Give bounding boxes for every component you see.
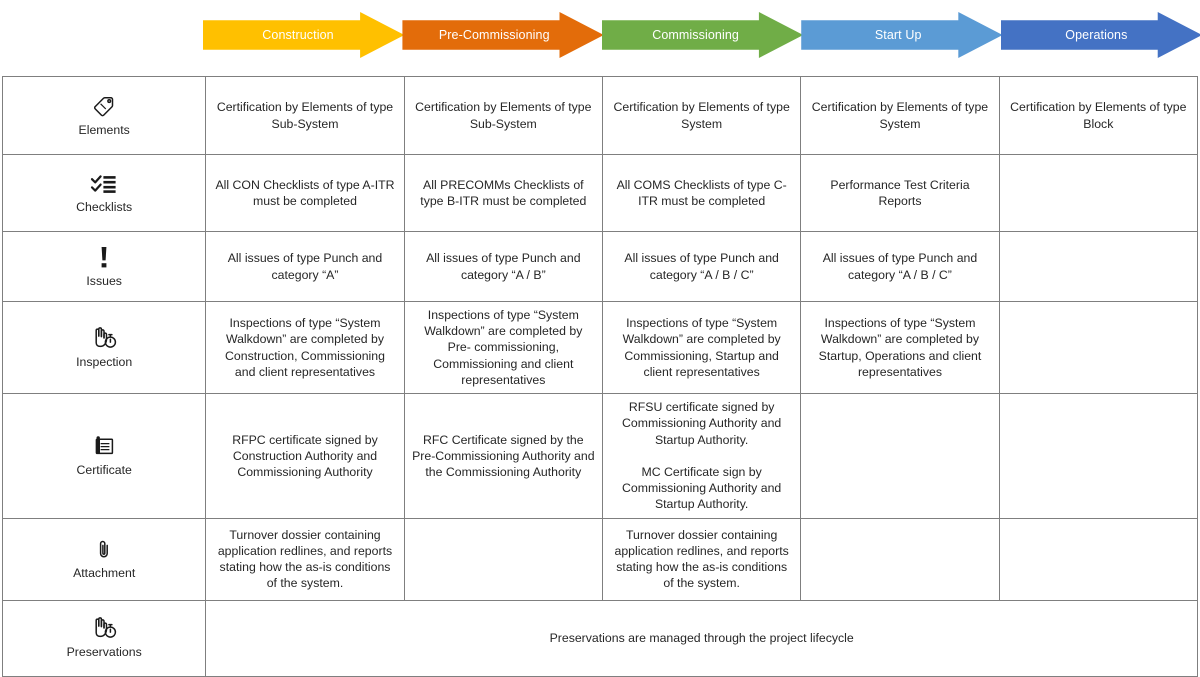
row-header-label: Elements — [78, 122, 130, 137]
cell-text: RFSU certificate signed by Commissioning… — [622, 400, 782, 512]
matrix-cell: Certification by Elements of type Block — [998, 76, 1199, 155]
matrix-cell: All issues of type Punch and category “A… — [403, 231, 603, 302]
phase-arrow-pre-commissioning[interactable]: Pre-Commissioning — [402, 12, 604, 58]
row-header-attachment: Attachment — [1, 517, 207, 601]
preservation-icon — [10, 616, 198, 642]
matrix-cell: Certification by Elements of type Sub-Sy… — [403, 76, 603, 155]
exclamation-icon — [10, 245, 198, 271]
cell-text: Turnover dossier containing application … — [217, 527, 393, 591]
table-row: Issues All issues of type Punch and cate… — [1, 231, 1199, 302]
phase-arrow-label: Commissioning — [652, 27, 739, 42]
phase-arrow-commissioning[interactable]: Commissioning — [601, 12, 804, 58]
requirements-matrix: Elements Certification by Elements of ty… — [1, 76, 1199, 677]
cell-text: Certification by Elements of type Sub-Sy… — [216, 100, 394, 131]
row-header-label: Preservations — [66, 645, 142, 660]
matrix-cell: RFPC certificate signed by Construction … — [205, 393, 405, 519]
cell-text: Certification by Elements of type Sub-Sy… — [415, 100, 592, 131]
cell-text: Certification by Elements of type System — [613, 100, 790, 131]
matrix-cell — [998, 393, 1199, 519]
table-row: Attachment Turnover dossier containing a… — [1, 517, 1199, 601]
cell-text: All issues of type Punch and category “A… — [822, 251, 978, 282]
paperclip-icon — [10, 537, 198, 563]
tag-icon — [10, 94, 198, 120]
row-header-preservations: Preservations — [1, 599, 207, 677]
phase-arrow-band: Construction Pre-Commissioning Commissio… — [203, 12, 1200, 58]
cell-text: All CON Checklists of type A-ITR must be… — [215, 177, 395, 208]
matrix-cell: Inspections of type “System Walkdown” ar… — [601, 300, 802, 395]
cell-text: RFC Certificate signed by the Pre-Commis… — [412, 432, 595, 479]
cell-text: RFPC certificate signed by Construction … — [232, 432, 378, 479]
cell-text: All issues of type Punch and category “A… — [227, 251, 383, 282]
matrix-cell: Performance Test Criteria Reports — [800, 154, 1000, 232]
certificate-icon — [10, 434, 198, 460]
row-header-label: Attachment — [73, 566, 136, 581]
matrix-cell: All PRECOMMs Checklists of type B-ITR mu… — [403, 154, 603, 232]
matrix-cell — [998, 517, 1199, 601]
cell-text: All PRECOMMs Checklists of type B-ITR mu… — [420, 177, 587, 208]
matrix-cell: Certification by Elements of type System — [601, 76, 802, 155]
cell-text: Inspections of type “System Walkdown” ar… — [622, 316, 781, 379]
matrix-cell: All COMS Checklists of type C-ITR must b… — [601, 154, 802, 232]
cell-text: Turnover dossier containing application … — [614, 527, 789, 591]
table-row: Elements Certification by Elements of ty… — [1, 76, 1199, 155]
matrix-cell: Turnover dossier containing application … — [601, 517, 802, 601]
matrix-cell: RFC Certificate signed by the Pre-Commis… — [403, 393, 603, 519]
phase-arrow-construction[interactable]: Construction — [203, 12, 405, 58]
row-header-inspection: Inspection — [1, 300, 207, 395]
phase-arrow-label: Construction — [262, 27, 334, 42]
matrix-cell: Inspections of type “System Walkdown” ar… — [800, 300, 1000, 395]
matrix-cell — [998, 231, 1199, 302]
row-header-label: Certificate — [76, 462, 132, 477]
matrix-cell: Inspections of type “System Walkdown” ar… — [205, 300, 405, 395]
table-row: Inspection Inspections of type “System W… — [1, 300, 1199, 395]
cell-text: Inspections of type “System Walkdown” ar… — [424, 308, 583, 387]
row-header-label: Issues — [86, 273, 122, 288]
cell-text: Inspections of type “System Walkdown” ar… — [818, 316, 982, 379]
matrix-cell: All issues of type Punch and category “A… — [205, 231, 405, 302]
row-header-checklists: Checklists — [1, 154, 207, 232]
matrix-cell: All issues of type Punch and category “A… — [800, 231, 1000, 302]
row-header-elements: Elements — [1, 76, 207, 155]
matrix-cell — [800, 517, 1000, 601]
matrix-cell-spanned: Preservations are managed through the pr… — [205, 599, 1198, 677]
matrix-cell — [403, 517, 603, 601]
matrix-cell: All CON Checklists of type A-ITR must be… — [205, 154, 405, 232]
matrix-cell: Certification by Elements of type Sub-Sy… — [205, 76, 405, 155]
row-header-label: Checklists — [76, 200, 133, 215]
table-row: Certificate RFPC certificate signed by C… — [1, 393, 1199, 519]
matrix-cell — [998, 300, 1199, 395]
phase-arrow-label: Start Up — [874, 27, 922, 42]
matrix-cell: All issues of type Punch and category “A… — [601, 231, 802, 302]
phase-arrow-operations[interactable]: Operations — [1000, 12, 1200, 58]
table-row: Checklists All CON Checklists of type A-… — [1, 154, 1199, 232]
cell-text: Performance Test Criteria Reports — [830, 177, 970, 208]
matrix-cell: Inspections of type “System Walkdown” ar… — [403, 300, 603, 395]
inspection-icon — [10, 326, 198, 352]
phase-arrow-label: Operations — [1065, 27, 1128, 42]
phase-arrow-label: Pre-Commissioning — [438, 27, 550, 42]
row-header-issues: Issues — [1, 231, 207, 302]
cell-text: All issues of type Punch and category “A… — [426, 251, 581, 282]
matrix-cell: RFSU certificate signed by Commissioning… — [601, 393, 802, 519]
phase-arrow-start-up[interactable]: Start Up — [801, 12, 1003, 58]
cell-text: Preservations are managed through the pr… — [549, 631, 854, 646]
cell-text: Certification by Elements of type System — [811, 100, 989, 131]
matrix-cell: Turnover dossier containing application … — [205, 517, 405, 601]
cell-text: Inspections of type “System Walkdown” ar… — [225, 316, 385, 379]
cell-text: All COMS Checklists of type C-ITR must b… — [616, 177, 787, 208]
cell-text: Certification by Elements of type Block — [1010, 100, 1187, 131]
matrix-cell — [998, 154, 1199, 232]
table-row: Preservations Preservations are managed … — [1, 599, 1198, 677]
row-header-certificate: Certificate — [1, 393, 207, 519]
matrix-cell — [800, 393, 1000, 519]
matrix-cell: Certification by Elements of type System — [800, 76, 1000, 155]
checklist-icon — [10, 171, 198, 197]
cell-text: All issues of type Punch and category “A… — [624, 251, 779, 282]
row-header-label: Inspection — [76, 354, 133, 369]
